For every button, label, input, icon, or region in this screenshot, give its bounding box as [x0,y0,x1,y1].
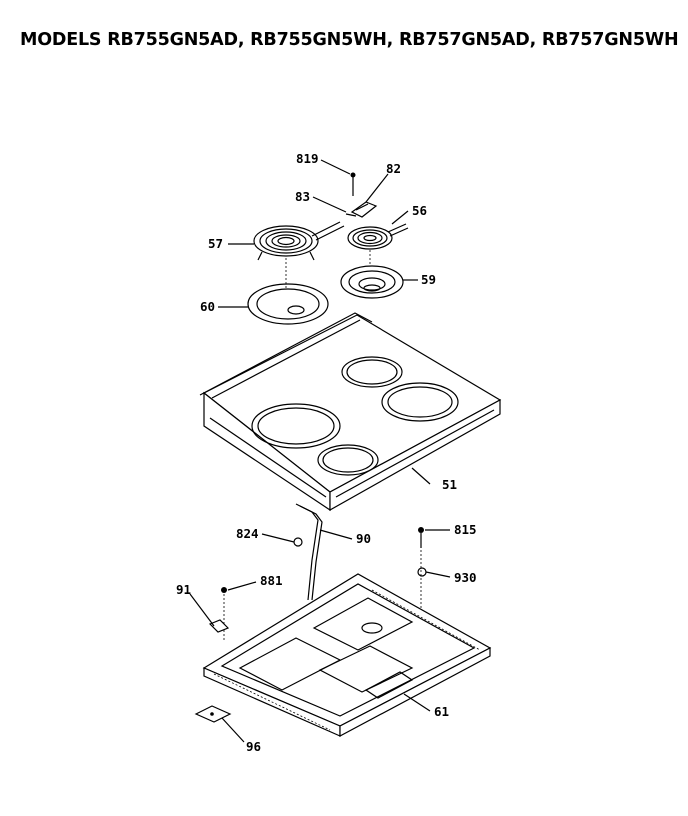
callout-51: 51 [442,477,457,492]
callout-56: 56 [412,203,427,218]
screw-815 [418,527,424,548]
bracket-96 [194,705,232,723]
callout-57: 57 [208,236,223,251]
screw-819 [350,172,356,196]
page-title: MODELS RB755GN5AD, RB755GN5WH, RB757GN5A… [20,30,679,50]
screw-881 [221,587,227,640]
callout-91: 91 [176,582,191,597]
callout-815: 815 [454,522,477,537]
large-drip-pan-60 [247,258,329,325]
bracket-83 [345,213,357,217]
callout-930: 930 [454,570,477,585]
callout-90: 90 [356,531,371,546]
leader-lines [189,159,451,743]
terminal-block-82 [350,201,378,218]
wire-harness-90 [295,503,323,601]
callout-824: 824 [236,526,259,541]
callout-61: 61 [434,704,449,719]
callout-82: 82 [386,161,401,176]
small-drip-pan-59 [340,250,404,299]
callout-96: 96 [246,739,261,754]
callout-60: 60 [200,299,215,314]
callout-881: 881 [260,573,283,588]
bracket-91 [208,619,230,633]
callout-59: 59 [421,272,436,287]
callout-83: 83 [295,189,310,204]
callout-819: 819 [296,151,319,166]
cooktop-51 [199,312,502,512]
large-surface-element-57 [253,221,345,261]
grommet-824 [293,537,303,547]
main-top-61 [202,573,492,737]
small-surface-element-56 [347,223,409,250]
